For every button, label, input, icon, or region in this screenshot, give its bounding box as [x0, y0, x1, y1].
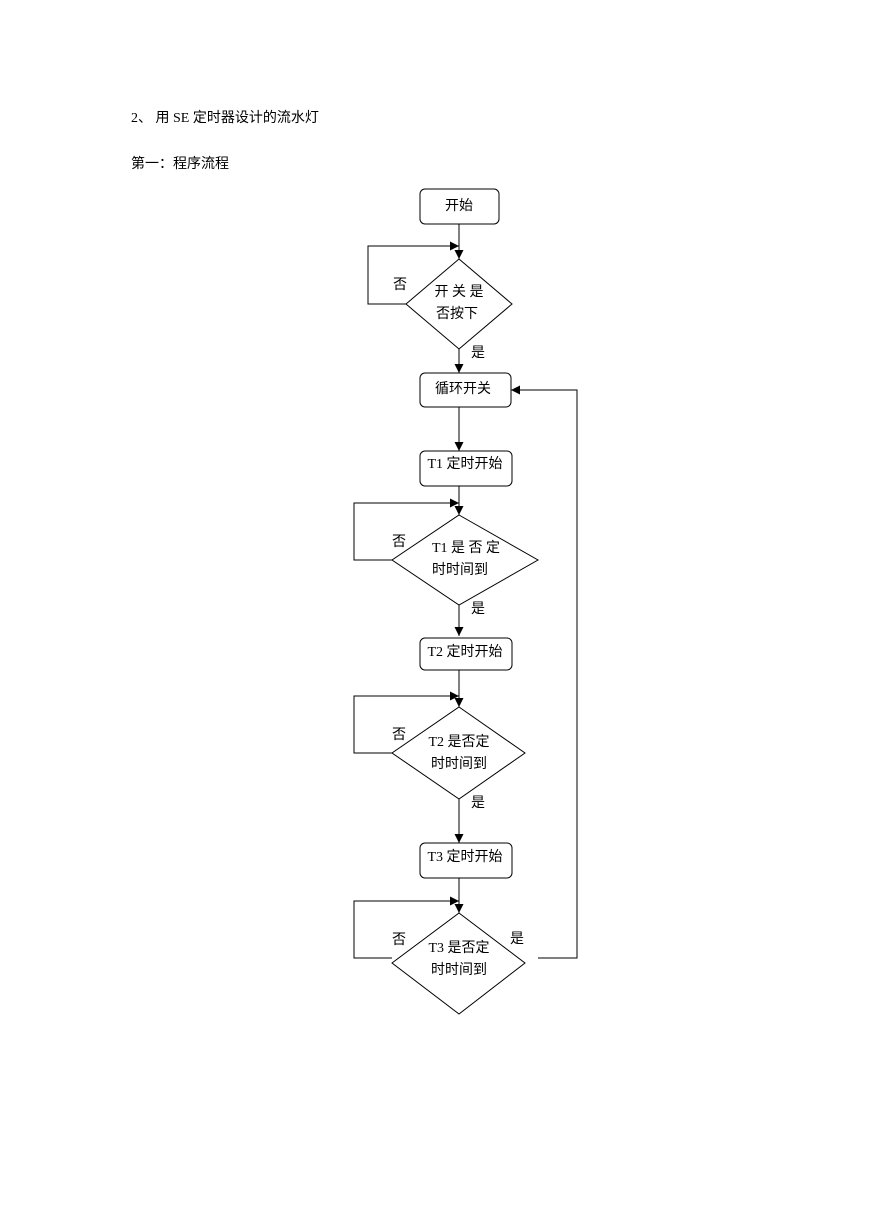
t2-no-label: 否 — [392, 728, 406, 743]
document-subheading: 第一：程序流程 — [131, 157, 229, 172]
t1-start-label: T1 定时开始 — [427, 456, 502, 472]
t1-no-label: 否 — [392, 535, 406, 550]
t1-check-line1: T1 是 否 定 — [432, 540, 500, 556]
t3-start-label: T3 定时开始 — [427, 849, 502, 865]
loop-t3-no — [353, 896, 459, 959]
t1-check-line2: 时时间到 — [432, 562, 488, 578]
t3-check-line1: T3 是否定 — [428, 940, 489, 956]
switch-yes-label: 是 — [471, 346, 485, 361]
switch-check-line2: 否按下 — [436, 306, 478, 322]
t3-check-diamond — [391, 912, 526, 1015]
t3-check-line2: 时时间到 — [431, 962, 487, 978]
loop-t2-no — [353, 691, 459, 754]
t2-yes-label: 是 — [471, 796, 485, 811]
loop-t1-no — [353, 498, 459, 561]
loop-switch-label: 循环开关 — [435, 381, 491, 397]
t3-start-box — [419, 842, 513, 879]
t2-start-box — [419, 637, 513, 671]
loop-t3-yes-return — [511, 385, 578, 959]
t2-check-line1: T2 是否定 — [428, 734, 489, 750]
loop-switch-no — [367, 241, 459, 305]
document-heading: 2、 用 SE 定时器设计的流水灯 — [131, 111, 319, 126]
switch-check-line1: 开 关 是 — [435, 284, 484, 300]
t2-start-label: T2 定时开始 — [427, 644, 502, 660]
switch-no-label: 否 — [393, 278, 407, 293]
switch-check-diamond — [405, 258, 513, 350]
start-label: 开始 — [445, 198, 473, 214]
t3-no-label: 否 — [392, 933, 406, 948]
t1-yes-label: 是 — [471, 602, 485, 617]
t1-start-box — [419, 450, 513, 487]
t2-check-line2: 时时间到 — [431, 756, 487, 772]
t1-check-diamond — [391, 514, 540, 606]
t3-yes-label: 是 — [510, 932, 524, 947]
t2-check-diamond — [391, 706, 526, 800]
